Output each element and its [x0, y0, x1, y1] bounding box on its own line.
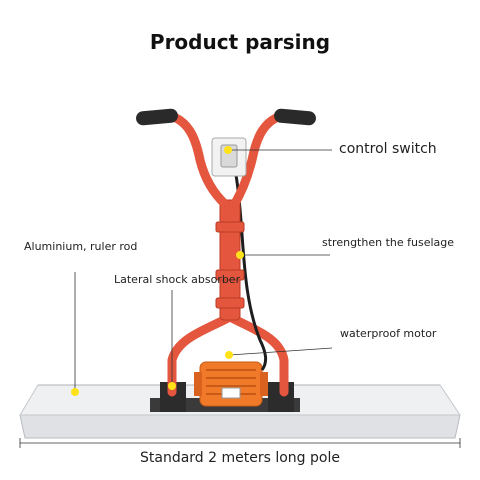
marker-shock — [168, 382, 176, 390]
control-switch-box — [211, 137, 247, 177]
marker-motor — [225, 351, 233, 359]
power-cable — [234, 174, 268, 371]
marker-rod — [71, 388, 79, 396]
central-column — [215, 199, 245, 321]
label-control-switch: control switch — [339, 141, 437, 157]
label-shock-absorber: Lateral shock absorber — [114, 273, 241, 286]
marker-dots — [71, 146, 244, 396]
page-title: Product parsing — [149, 30, 331, 54]
marker-fuselage — [236, 251, 244, 259]
waterproof-motor — [194, 361, 268, 407]
marker-switch — [224, 146, 232, 154]
leader-lines — [19, 149, 461, 448]
hand-grips — [136, 108, 316, 126]
label-motor: waterproof motor — [340, 327, 437, 340]
handle-frame — [171, 113, 281, 210]
label-pole-length: Standard 2 meters long pole — [140, 450, 340, 466]
label-ruler-rod: Aluminium, ruler rod — [24, 240, 138, 253]
base-plate — [150, 382, 300, 412]
label-fuselage: strengthen the fuselage — [322, 236, 455, 249]
